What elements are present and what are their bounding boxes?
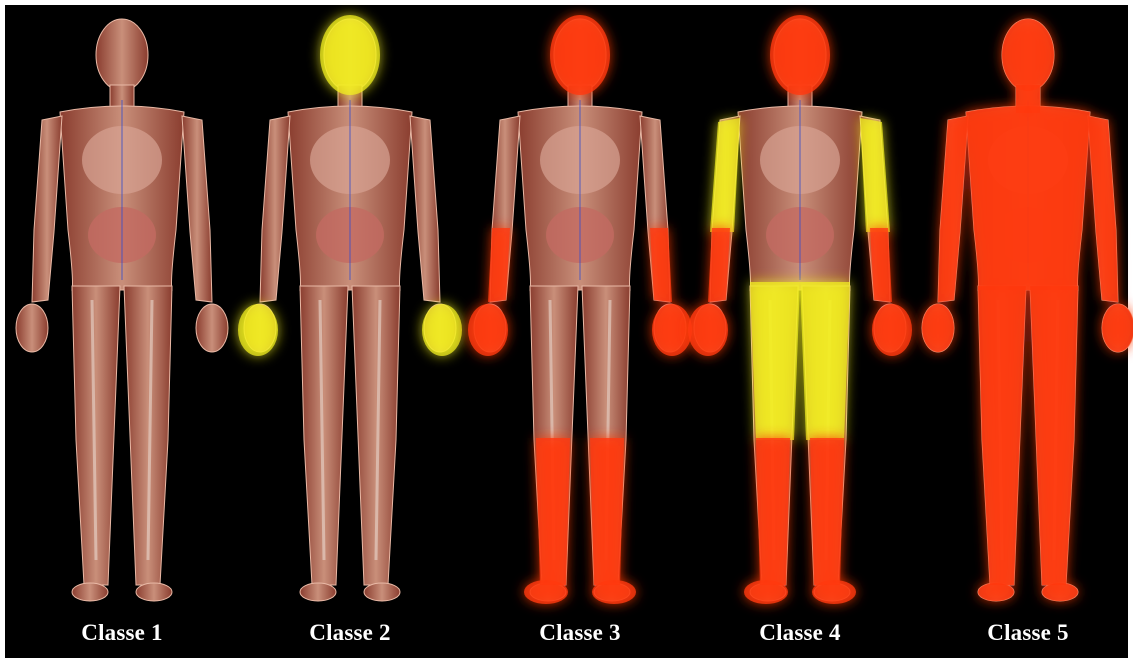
caption-classe-4: Classe 4 <box>690 620 910 646</box>
highlight-head <box>550 15 610 95</box>
highlight-head <box>320 15 380 95</box>
caption-classe-2: Classe 2 <box>240 620 460 646</box>
highlight-head <box>770 15 830 95</box>
caption-classe-5: Classe 5 <box>918 620 1133 646</box>
caption-classe-1: Classe 1 <box>12 620 232 646</box>
caption-classe-3: Classe 3 <box>470 620 690 646</box>
